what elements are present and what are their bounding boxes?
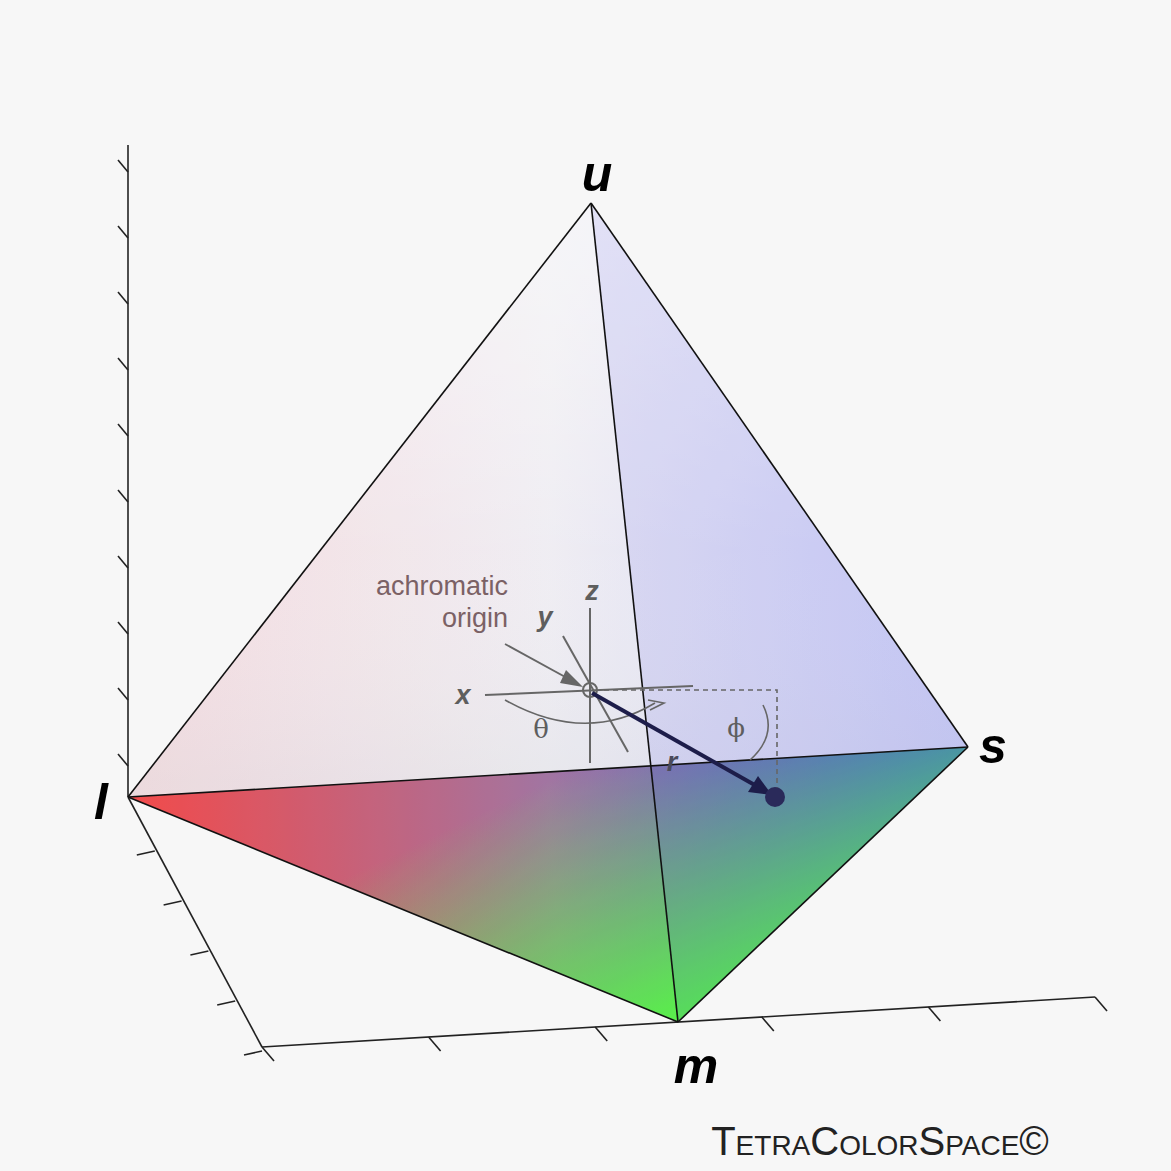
chroma-vector xyxy=(592,693,785,807)
axis-tick xyxy=(118,490,128,502)
axis-label: z xyxy=(585,578,599,605)
axis-tick xyxy=(118,622,128,634)
axis-tick xyxy=(118,688,128,700)
axis-tick xyxy=(118,358,128,370)
axis-tick xyxy=(118,556,128,568)
coordinate-axes xyxy=(485,608,777,788)
axis-label: y xyxy=(537,604,552,631)
axis-tick xyxy=(595,1027,607,1041)
vertex-label: l xyxy=(94,777,108,827)
axis-tick xyxy=(118,424,128,436)
axis-tick xyxy=(262,1047,274,1061)
vector-label: r xyxy=(667,749,678,776)
vertex-label: m xyxy=(674,1041,718,1091)
axis-tick xyxy=(244,1051,262,1055)
vertex-label: s xyxy=(979,721,1007,771)
axis-tick xyxy=(164,901,182,905)
tetrahedron-edges xyxy=(128,203,968,1022)
angle-label: ϕ xyxy=(727,715,745,741)
annotation: achromatic origin xyxy=(318,570,508,635)
axis-tick xyxy=(118,160,128,172)
axis-tick xyxy=(429,1037,441,1051)
axis-tick xyxy=(118,292,128,304)
axis-tick xyxy=(1095,997,1107,1011)
axis-tick xyxy=(762,1017,774,1031)
angle-label: θ xyxy=(533,716,549,742)
front-face xyxy=(128,203,678,1022)
axis-tick xyxy=(928,1007,940,1021)
vertex-label: u xyxy=(582,149,613,199)
axis-tick xyxy=(190,951,208,955)
front-face xyxy=(591,203,968,1022)
axis-label: x xyxy=(455,682,470,709)
axis-frame xyxy=(118,145,1107,1061)
axis-tick xyxy=(137,851,155,855)
axis-tick xyxy=(118,754,128,766)
copyright-mark: TetraColorSpace© xyxy=(711,1121,1049,1161)
axis-tick xyxy=(217,1001,235,1005)
axis-tick xyxy=(118,226,128,238)
